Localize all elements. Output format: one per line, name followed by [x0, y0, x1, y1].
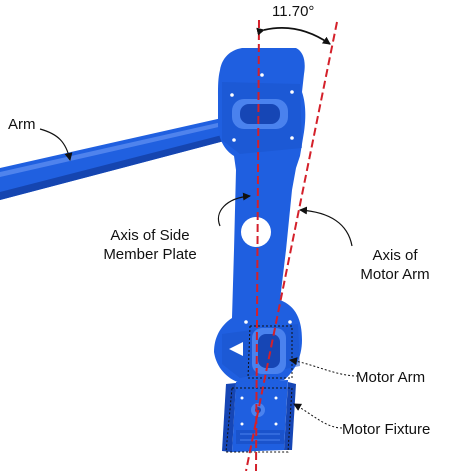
- axis-motor-label-line1: Axis of: [372, 247, 418, 264]
- side-member-plate: [214, 48, 306, 384]
- axis-motor-label-line2: Motor Arm: [360, 266, 430, 283]
- axis-side-leader: [217, 192, 251, 227]
- arm-leader: [39, 128, 73, 161]
- motor-fixture: [222, 380, 296, 452]
- arm-label: Arm: [8, 116, 36, 133]
- motor-fixture-label: Motor Fixture: [342, 421, 431, 438]
- axis-motor-label: Axis of Motor Arm: [340, 246, 450, 284]
- axis-side-label-line1: Axis of Side: [110, 227, 190, 244]
- motor-fixture-leader: [293, 403, 343, 429]
- axis-side-label: Axis of Side Member Plate: [86, 226, 214, 264]
- motor-arm-label: Motor Arm: [356, 369, 426, 386]
- side-member-plate-axis: [255, 19, 260, 471]
- axis-side-label-line2: Member Plate: [103, 246, 197, 263]
- motor-fixture-dashed-outline: [225, 387, 293, 453]
- axis-motor-leader: [299, 206, 353, 247]
- motor-arm-dashed-outline: [247, 325, 293, 379]
- motor-arm-leader: [289, 357, 359, 377]
- angle-label: 11.70°: [272, 3, 315, 20]
- arm-tube: [0, 118, 228, 200]
- motor-arm-axis: [245, 21, 338, 471]
- angle-arc: [256, 27, 331, 45]
